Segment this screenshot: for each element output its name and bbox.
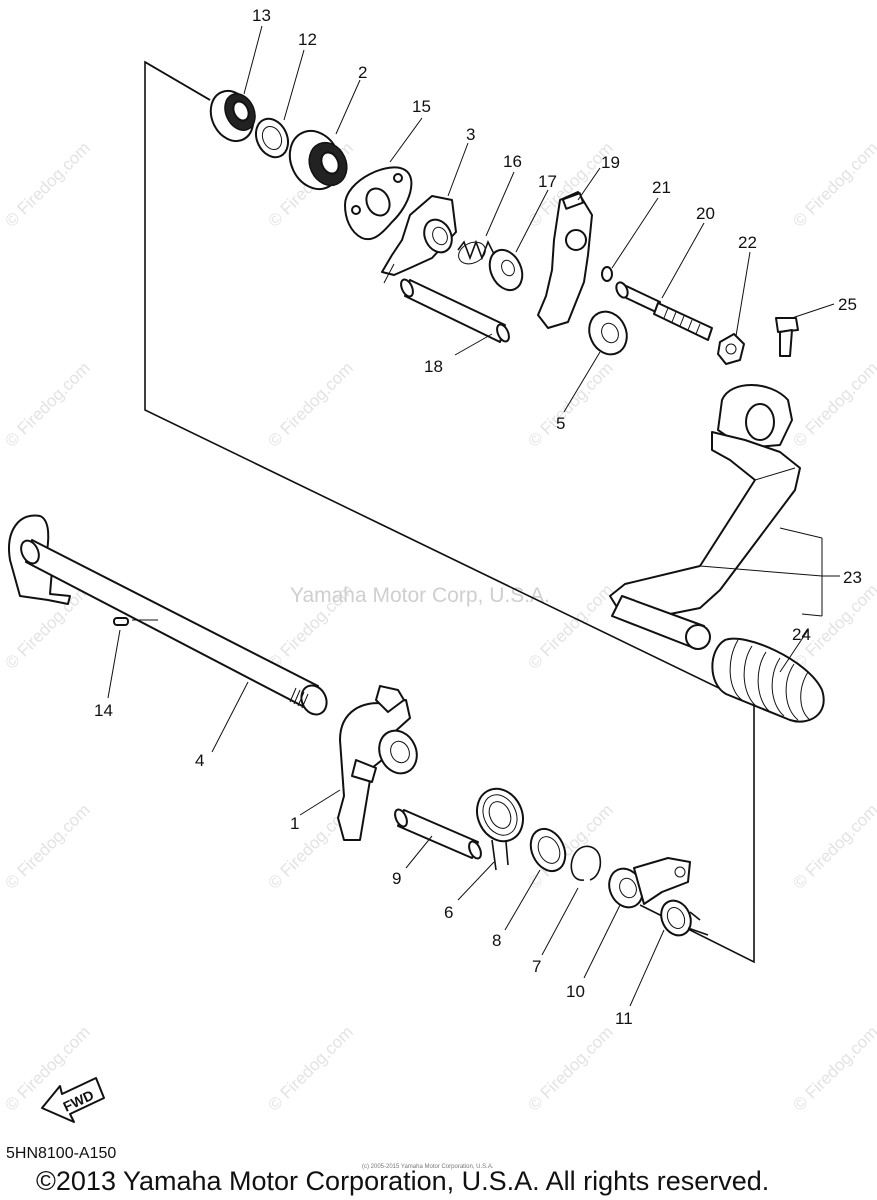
copyright-notice: ©2013 Yamaha Motor Corporation, U.S.A. A… — [36, 1166, 769, 1196]
part-12-washer — [254, 117, 290, 159]
part-4-shift-shaft — [8, 514, 328, 716]
watermark-layer: © Firedog.com © Firedog.com © Firedog.co… — [1, 138, 877, 1114]
part-1-shift-arm — [337, 685, 418, 841]
part-7-circlip — [570, 845, 602, 881]
callout-14: 14 — [94, 701, 113, 720]
part-8-washer — [529, 827, 567, 873]
leader-lines — [107, 25, 840, 1007]
callout-4: 4 — [195, 751, 204, 770]
callout-8: 8 — [492, 931, 501, 950]
callout-20: 20 — [696, 204, 715, 223]
callout-6: 6 — [444, 903, 453, 922]
part-19-stopper-lever — [537, 191, 593, 329]
part-17-washer — [488, 248, 524, 292]
callout-1: 1 — [290, 814, 299, 833]
frame-top — [144, 61, 211, 101]
part-2-collar — [288, 129, 348, 191]
watermark: © Firedog.com — [264, 358, 356, 450]
callout-16: 16 — [503, 152, 522, 171]
callout-3: 3 — [466, 125, 475, 144]
watermark: © Firedog.com — [1, 358, 93, 450]
part-16-spring — [457, 239, 495, 265]
part-23-shift-pedal — [609, 384, 801, 621]
callout-13: 13 — [252, 6, 271, 25]
part-21-o-ring — [601, 266, 613, 282]
callout-labels: 13 12 2 15 3 16 17 19 21 20 22 25 18 5 2… — [94, 6, 862, 1028]
part-20-bolt — [615, 281, 713, 341]
watermark: © Firedog.com — [524, 1022, 616, 1114]
callout-23: 23 — [843, 568, 862, 587]
part-14-pin — [113, 617, 158, 626]
callout-24: 24 — [792, 625, 811, 644]
callout-17: 17 — [538, 172, 557, 191]
watermark: © Firedog.com — [1, 138, 93, 230]
part-6-spring — [476, 787, 524, 871]
part-22-nut — [717, 333, 745, 365]
callout-5: 5 — [556, 414, 565, 433]
part-18-pin — [400, 278, 510, 343]
fwd-arrow: FWD — [41, 1077, 105, 1123]
callout-9: 9 — [392, 869, 401, 888]
diagram-code: 5HN8100-A150 — [6, 1145, 116, 1162]
callout-7: 7 — [532, 957, 541, 976]
part-24-pedal-rubber — [611, 595, 825, 723]
watermark: © Firedog.com — [264, 1022, 356, 1114]
part-5-collar — [588, 310, 628, 356]
watermark: © Firedog.com — [789, 1022, 877, 1114]
callout-2: 2 — [358, 63, 367, 82]
part-25-bolt — [775, 317, 799, 357]
part-11-spring — [660, 899, 709, 937]
callout-22: 22 — [738, 233, 757, 252]
watermark: © Firedog.com — [789, 358, 877, 450]
callout-11: 11 — [615, 1009, 633, 1028]
watermark: © Firedog.com — [789, 138, 877, 230]
callout-10: 10 — [566, 982, 585, 1001]
center-watermark: Yamaha Motor Corp, U.S.A. — [290, 584, 550, 607]
callout-21: 21 — [652, 178, 671, 197]
callout-18: 18 — [424, 357, 443, 376]
part-3-shift-lever — [381, 195, 457, 284]
callout-15: 15 — [412, 97, 431, 116]
assembly-frame — [144, 60, 755, 964]
callout-12: 12 — [298, 30, 317, 49]
tiny-copyright: (c) 2005-2015 Yamaha Motor Corporation, … — [362, 1164, 494, 1170]
callout-25: 25 — [838, 295, 857, 314]
part-15-plate — [344, 166, 413, 241]
part-9-pin — [394, 808, 482, 860]
part-13-oil-seal — [209, 89, 256, 143]
watermark: © Firedog.com — [789, 800, 877, 892]
watermark: © Firedog.com — [1, 800, 93, 892]
callout-19: 19 — [601, 153, 620, 172]
part-10-collar — [608, 857, 691, 909]
watermark: © Firedog.com — [524, 358, 616, 450]
